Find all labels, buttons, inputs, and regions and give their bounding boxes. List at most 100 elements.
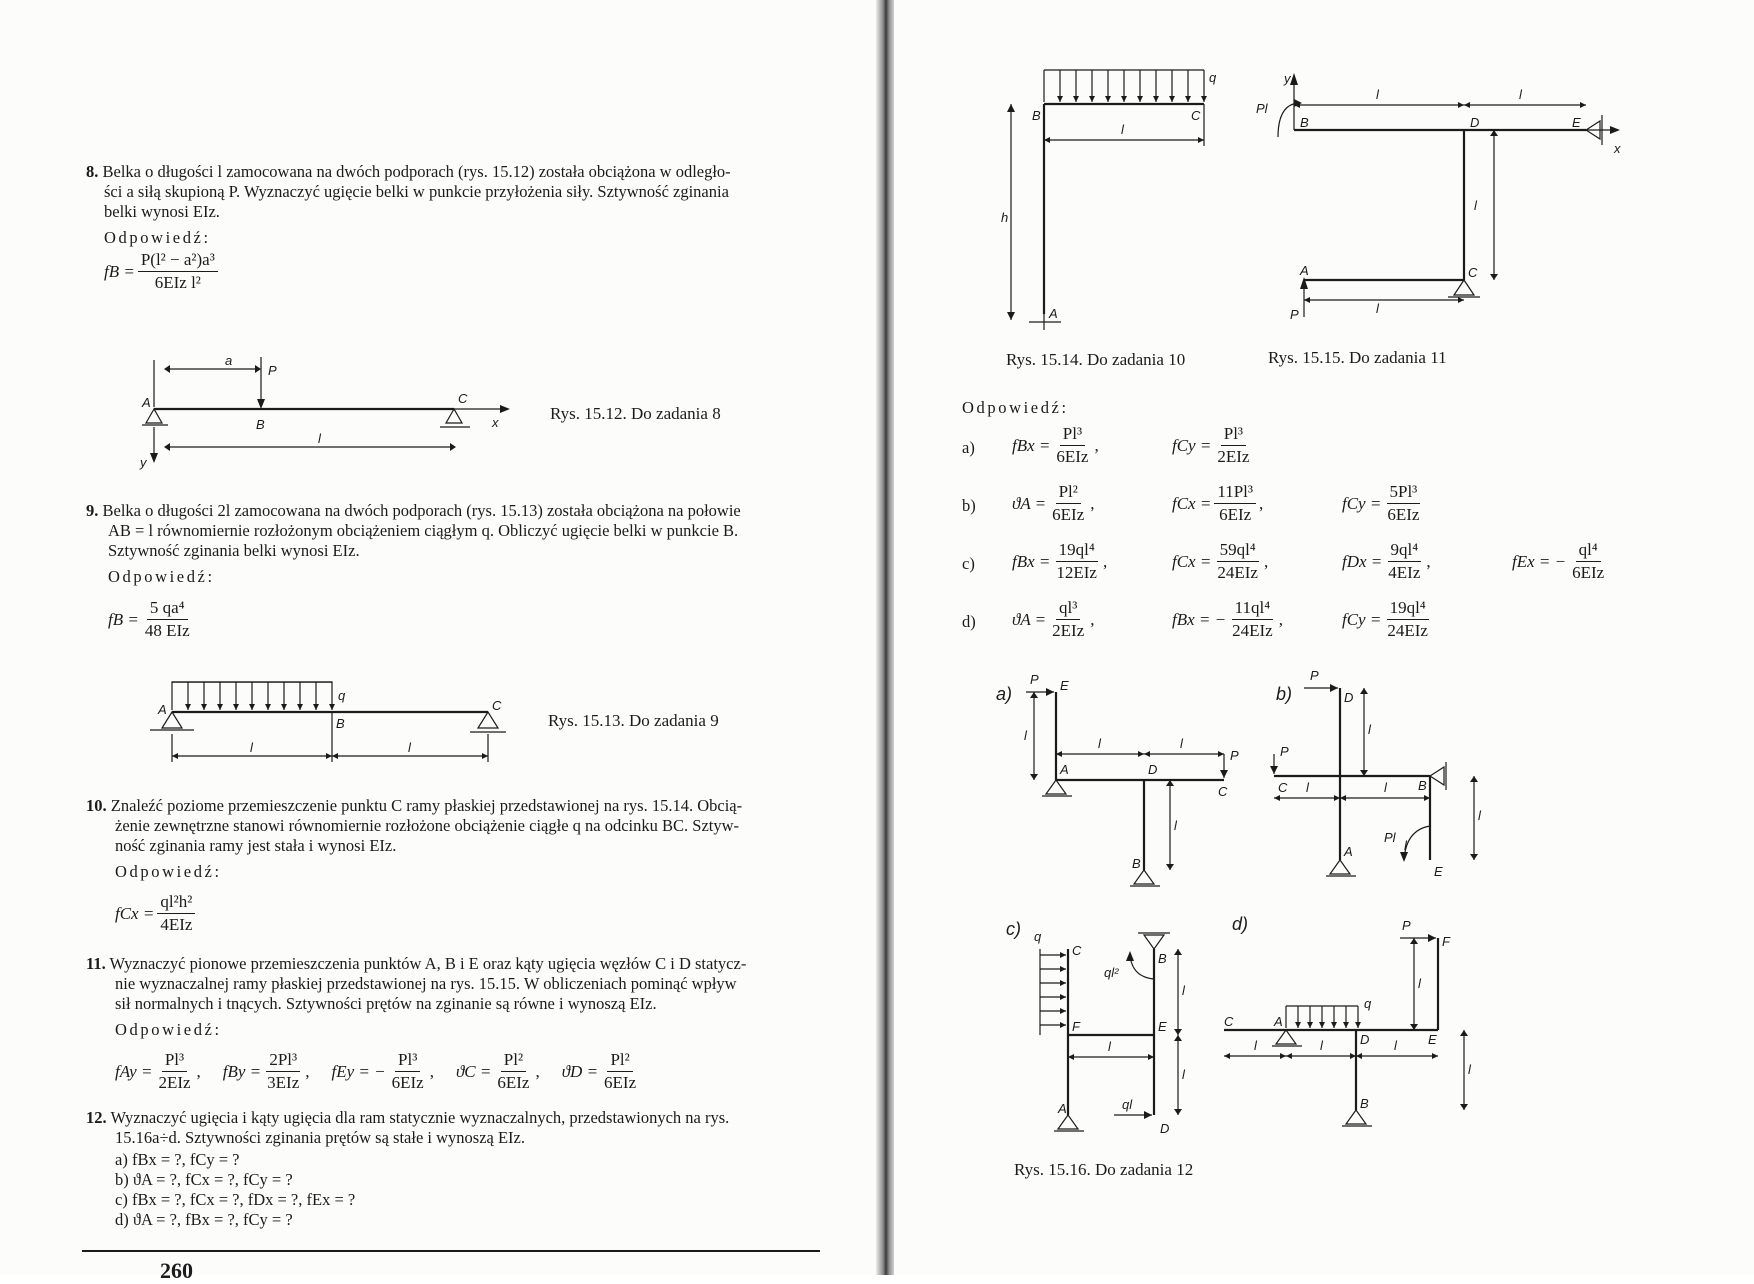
numerator: 5 qa⁴	[147, 598, 188, 620]
formula-lhs: fBx =	[1012, 552, 1050, 572]
figure-15-16-a: a) P E l l l l A D C B P	[994, 670, 1194, 890]
label-E: E	[1572, 115, 1581, 130]
denominator: 24EIz	[1214, 562, 1261, 583]
denominator: 2EIz	[1214, 446, 1252, 467]
problem-text: Znaleźć poziome przemieszczenie punktu C…	[111, 796, 742, 815]
formula-lhs: fAy =	[115, 1062, 152, 1082]
problem-12-item-d: d) ϑA = ?, fBx = ?, fCy = ?	[115, 1210, 293, 1229]
numerator: 19ql⁴	[1056, 540, 1098, 562]
formula-lhs: fBy =	[223, 1062, 261, 1082]
formula-lhs: ϑA =	[1012, 610, 1046, 630]
label-P: P	[1290, 307, 1299, 322]
formula-lhs: ϑC =	[456, 1062, 491, 1082]
answer-label: Odpowiedź:	[104, 228, 211, 247]
denominator: 6EIz	[389, 1072, 427, 1093]
problem-9-line-1: 9. Belka o długości 2l zamocowana na dwó…	[86, 501, 741, 520]
label-l: l	[1121, 122, 1125, 137]
problem-12-item-c: c) fBx = ?, fCx = ?, fDx = ?, fEx = ?	[115, 1190, 355, 1209]
numerator: Pl³	[1060, 424, 1085, 446]
problem-9-line-3: Sztywność zginania belki wynosi EIz.	[108, 541, 360, 560]
label-B: B	[1132, 856, 1141, 871]
formula-lhs: fCy =	[1342, 610, 1381, 630]
figure-15-15: y Pl B D E x l l l l A C P	[1264, 65, 1564, 335]
separator: ,	[1090, 494, 1094, 514]
label-q: q	[338, 688, 346, 703]
label-B: B	[1300, 115, 1309, 130]
label-Pl: Pl	[1384, 830, 1397, 845]
label-l: l	[318, 431, 322, 446]
label-tag: d)	[1232, 914, 1248, 934]
label-q: q	[1034, 929, 1042, 944]
label-A: A	[1057, 1101, 1067, 1116]
label-C: C	[1224, 1014, 1234, 1029]
separator: ,	[1094, 436, 1098, 456]
problem-8-line-3: belki wynosi EIz.	[104, 202, 220, 221]
label-l-left: l	[250, 740, 254, 755]
answer-row-tag: d)	[962, 612, 976, 631]
label-C: C	[1468, 265, 1478, 280]
denominator: 4EIz	[157, 914, 195, 935]
denominator: 12EIz	[1053, 562, 1100, 583]
label-C: C	[1278, 780, 1288, 795]
numerator: Pl²	[1056, 482, 1081, 504]
answer-row-tag: a)	[962, 438, 975, 457]
label-q: q	[1364, 996, 1372, 1011]
problem-12-line-1: 12. Wyznaczyć ugięcia i kąty ugięcia dla…	[86, 1108, 729, 1127]
problem-11-line-1: 11. Wyznaczyć pionowe przemieszczenia pu…	[86, 954, 746, 973]
left-page: 8. Belka o długości l zamocowana na dwóc…	[0, 0, 878, 1275]
separator: ,	[1090, 610, 1094, 630]
label-l-2: l	[1320, 1038, 1324, 1053]
bottom-rule	[82, 1250, 820, 1252]
answer-row-tag: b)	[962, 496, 976, 515]
formula-lhs: fDx =	[1342, 552, 1382, 572]
load-arrows	[1040, 952, 1066, 1028]
load-arrows	[172, 682, 335, 710]
problem-11-line-3: sił normalnych i tnących. Sztywności prę…	[115, 994, 657, 1013]
figure-15-16-c: c) q C ql² B F E l l	[1004, 915, 1204, 1145]
label-A: A	[157, 702, 167, 717]
label-C: C	[492, 698, 502, 713]
label-l-2: l	[1519, 87, 1523, 102]
formula-lhs: fEx = −	[1512, 552, 1566, 572]
numerator: 5Pl³	[1387, 482, 1421, 504]
problem-10-line-1: 10. Znaleźć poziome przemieszczenie punk…	[86, 796, 742, 815]
formula-lhs: fBx = −	[1172, 610, 1226, 630]
figure-15-12: a P A B C x l y	[130, 355, 540, 470]
label-tag: c)	[1006, 919, 1021, 939]
label-l-1: l	[1108, 1039, 1112, 1054]
formula-lhs: fCx =	[1172, 552, 1211, 572]
formula-lhs: fEy = −	[332, 1062, 386, 1082]
label-B: B	[336, 716, 345, 731]
numerator: Pl³	[162, 1050, 187, 1072]
denominator: 6EIz	[1384, 504, 1422, 525]
denominator: 6EIz	[601, 1072, 639, 1093]
label-ql: ql	[1122, 1097, 1133, 1112]
denominator: 6EIz	[1049, 504, 1087, 525]
denominator: 6EIz	[1216, 504, 1254, 525]
problem-9-line-2: AB = l równomiernie rozłożonym obciążeni…	[108, 521, 738, 540]
problem-number: 8.	[86, 162, 98, 181]
label-B: B	[1158, 951, 1167, 966]
label-B: B	[1418, 778, 1427, 793]
label-D: D	[1148, 762, 1157, 777]
label-ql2: ql²	[1104, 965, 1119, 980]
label-x: x	[491, 415, 499, 430]
label-P-2: P	[1230, 748, 1239, 763]
label-P-2: P	[1280, 744, 1289, 759]
